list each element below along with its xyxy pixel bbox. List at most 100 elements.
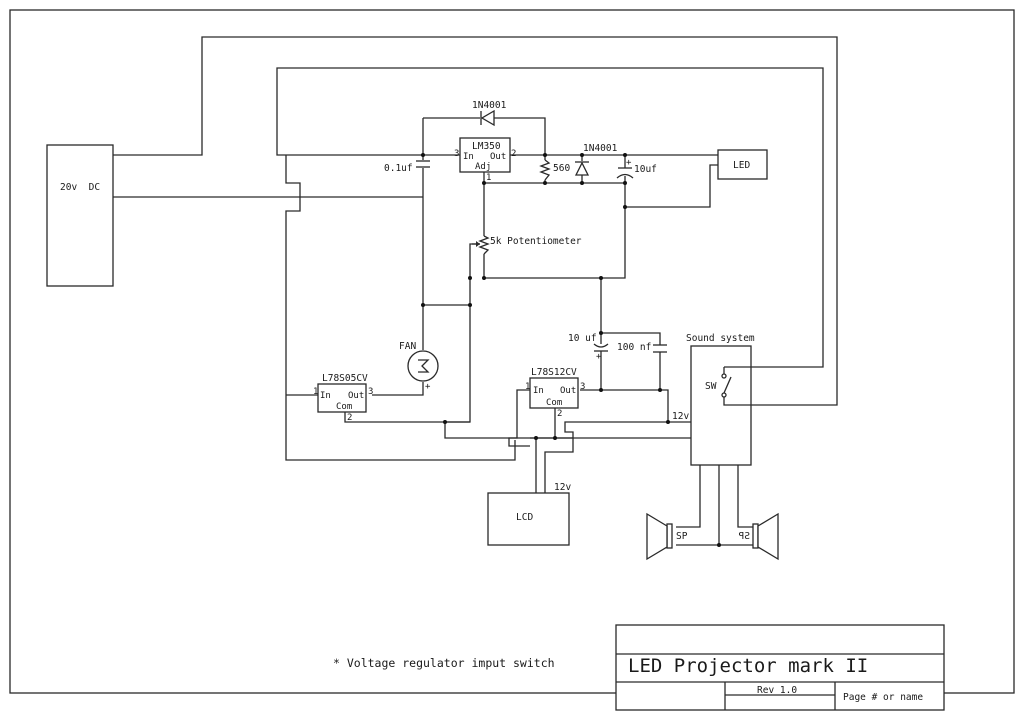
capacitor-output: + 10uf: [616, 158, 657, 179]
wire-12v-out: [580, 389, 691, 423]
lm350-pin-in-num: 3: [454, 149, 459, 159]
lcd-module: LCD 12v: [487, 482, 571, 546]
speaker-left-label: SP: [676, 531, 688, 542]
potentiometer-5k: 5k Potentiometer: [472, 235, 582, 255]
wires: [113, 36, 838, 546]
reg5-box: [317, 383, 367, 413]
wire-reg12-hop: [530, 421, 668, 439]
sound-system-supply-label: 12v: [672, 411, 689, 422]
reg12-box: [529, 377, 579, 409]
lcd-label: LCD: [516, 512, 533, 523]
diode-feedback: 1N4001: [472, 100, 507, 127]
lm350-pin-adj-num: 1: [486, 173, 491, 183]
wire-cap12-top: [600, 278, 661, 345]
lm350-box: [459, 137, 511, 173]
wire-left-vertical: [285, 155, 516, 461]
power-supply-label: 20v DC: [60, 182, 100, 193]
capacitor-12v-b: 100 nf: [617, 342, 667, 353]
title-block: LED Projector mark II Rev 1.0 Page # or …: [615, 624, 945, 711]
reg5-pin-out-num: 3: [368, 387, 373, 397]
wire-reg12-in: [508, 389, 530, 447]
lcd-box: [487, 492, 570, 546]
speaker-right-label: SP: [738, 531, 750, 542]
led-box: [717, 149, 768, 180]
junction-dot: [553, 436, 557, 440]
lm350-pin-out-num: 2: [511, 149, 516, 159]
lm350-pin-out: Out: [490, 152, 506, 162]
junction-dot: [599, 331, 603, 335]
junction-dot: [717, 543, 721, 547]
lm350-pin-adj: Adj: [475, 162, 491, 172]
resistor-560: 560: [539, 159, 570, 181]
junction-dot: [580, 181, 584, 185]
junction-dot: [623, 181, 627, 185]
junction-dots: [421, 153, 721, 547]
lm350-regulator: LM350 In Out Adj 3 2 1: [454, 137, 516, 183]
wire-diode-right: [494, 117, 546, 155]
reg12-pin-in-num: 1: [525, 382, 530, 392]
regulator-5v: L78S05CV In Out Com 1 3 2: [313, 373, 373, 423]
reg12-pin-in: In: [533, 386, 544, 396]
speaker-magnet: [666, 523, 673, 549]
speaker-right: SP: [738, 512, 779, 561]
junction-dot: [421, 153, 425, 157]
diode-shunt: 1N4001: [574, 143, 618, 176]
power-supply: 20v DC: [46, 144, 114, 287]
sound-system: Sound system SW 12v: [672, 333, 755, 466]
diode-icon: [480, 109, 495, 127]
junction-dot: [580, 153, 584, 157]
resistor-label: 560: [553, 163, 570, 174]
speaker-left: SP: [646, 512, 688, 561]
capacitor-12v-b-label: 100 nf: [617, 342, 651, 353]
diode-shunt-label: 1N4001: [583, 143, 618, 154]
regulator-12v: L78S12CV In Out Com 1 3 2: [525, 367, 585, 419]
reg5-name: L78S05CV: [322, 373, 368, 384]
footnote: * Voltage regulator imput switch: [333, 656, 555, 670]
lcd-supply-label: 12v: [554, 482, 571, 493]
wire-cap-out-bottom: [484, 176, 626, 279]
reg12-name: L78S12CV: [531, 367, 577, 378]
junction-dot: [599, 388, 603, 392]
junction-dot: [543, 181, 547, 185]
switch-contact: [721, 392, 727, 398]
junction-dot: [543, 153, 547, 157]
wire-inner-loop: [276, 67, 824, 368]
junction-dot: [658, 388, 662, 392]
wire-outer-loop: [113, 36, 838, 406]
lm350-name: LM350: [472, 141, 501, 152]
lm350-pin-in: In: [463, 152, 474, 162]
diode-feedback-label: 1N4001: [472, 100, 507, 111]
cap-plate-curved: [593, 343, 609, 348]
reg12-pin-com-num: 2: [557, 409, 562, 419]
wire-fan-bottom: [372, 382, 424, 396]
junction-dot: [468, 276, 472, 280]
wire-reg5-com: [344, 412, 470, 423]
cap-plus-sign: +: [626, 158, 632, 168]
speaker-icon: [646, 512, 668, 561]
drawing-title: LED Projector mark II: [628, 655, 868, 677]
wire-lcd-12v: [544, 438, 574, 493]
junction-dot: [482, 181, 486, 185]
wire-pot-wiper: [444, 243, 515, 439]
sound-system-label: Sound system: [686, 333, 755, 344]
reg5-pin-in: In: [320, 391, 331, 401]
led-label: LED: [733, 160, 750, 171]
wire-led-return: [625, 164, 718, 208]
fan-label: FAN: [399, 341, 416, 352]
pot-zigzag: [478, 235, 490, 255]
power-supply-box: [46, 144, 114, 287]
switch-wire-bottom: [723, 395, 751, 406]
potentiometer-label: 5k Potentiometer: [490, 236, 582, 247]
capacitor-output-label: 10uf: [634, 164, 657, 175]
sheet-border: [9, 9, 1015, 694]
junction-dot: [599, 276, 603, 280]
switch-icon: [723, 376, 732, 394]
junction-dot: [443, 420, 447, 424]
wire-sp-left: [676, 465, 701, 528]
reg5-pin-com-num: 2: [347, 413, 352, 423]
reg5-pin-com: Com: [336, 402, 352, 412]
led-module: LED: [717, 149, 768, 180]
reg12-pin-com: Com: [546, 398, 562, 408]
cap-plate-curved: [616, 173, 634, 179]
